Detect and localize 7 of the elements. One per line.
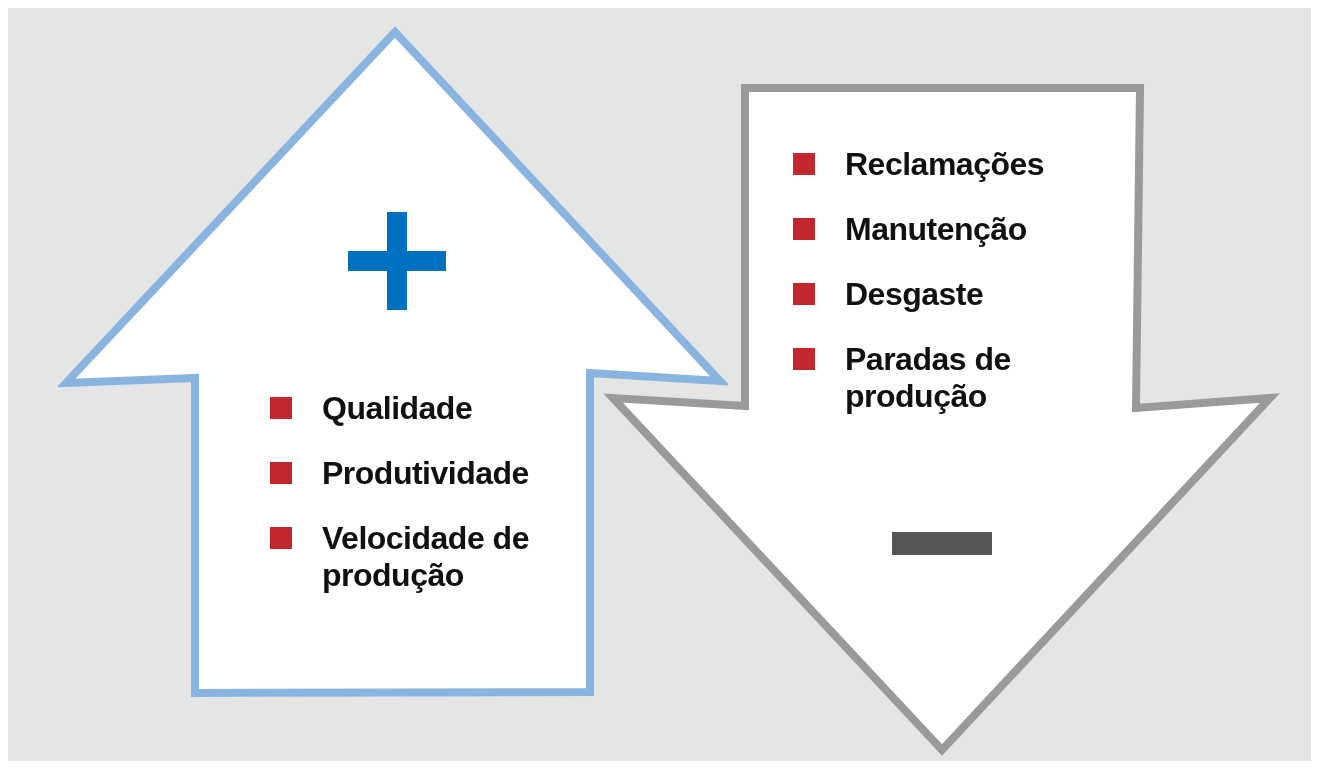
list-item-text: Reclamações <box>845 146 1045 183</box>
list-item-text: Desgaste <box>845 276 984 313</box>
list-item-text: Velocidade de produção <box>322 520 530 594</box>
list-item-text: Paradas de produção <box>845 341 1012 415</box>
list-item-text: Qualidade <box>322 390 473 427</box>
list-item-text: Manutenção <box>845 211 1027 248</box>
list-item-text: Produtividade <box>322 455 529 492</box>
